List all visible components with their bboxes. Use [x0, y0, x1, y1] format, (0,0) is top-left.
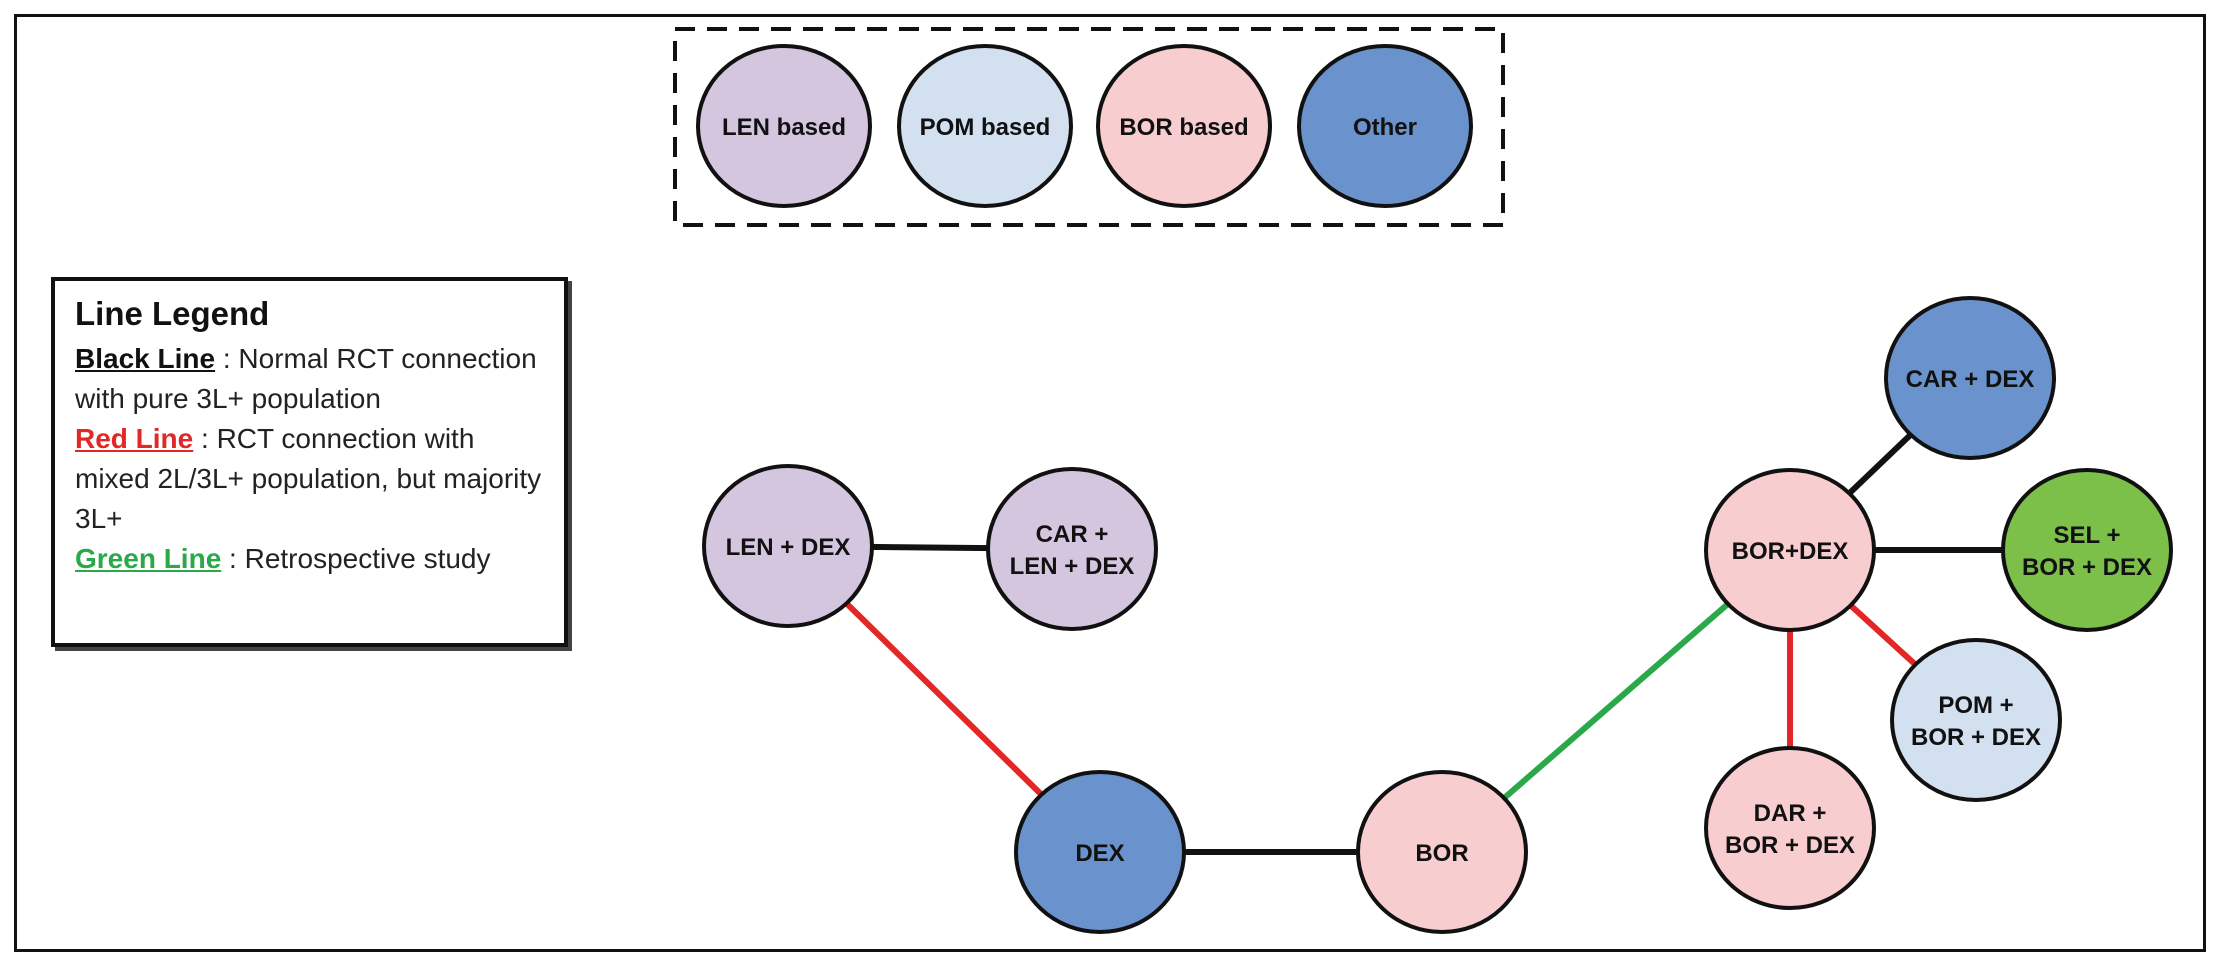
- node-circle: [1890, 638, 2062, 802]
- node-circle: [1884, 296, 2056, 460]
- legend-label: LEN based: [722, 114, 846, 141]
- legend-label: POM based: [920, 114, 1051, 141]
- red-line-description: RCT connection with mixed 2L/3L+ populat…: [75, 423, 542, 534]
- node-len-dex: LEN + DEX: [702, 464, 874, 628]
- line-legend: Line Legend Black Line : Normal RCT conn…: [51, 277, 568, 647]
- red-line-key: Red Line: [75, 423, 194, 454]
- node-label: SEL +: [2054, 522, 2121, 549]
- node-label: POM +: [1938, 692, 2013, 719]
- legend-swatch: [897, 44, 1073, 208]
- legend-swatch: [1096, 44, 1272, 208]
- black-line-key: Black Line: [75, 343, 216, 374]
- green-line-key: Green Line: [75, 543, 222, 574]
- legend-item: POM based: [897, 44, 1073, 208]
- node-label: CAR +: [1036, 521, 1109, 548]
- node-dar-bor-dex: DAR + BOR + DEX: [1704, 746, 1876, 910]
- node-circle: [986, 467, 1158, 631]
- line-legend-entry-green: Green Line : Retrospective study: [75, 543, 491, 574]
- legend-label: BOR based: [1119, 114, 1248, 141]
- node-label: LEN + DEX: [726, 534, 851, 561]
- node-label: BOR+DEX: [1732, 538, 1849, 565]
- line-legend-entry-black: Black Line : Normal RCT connection with …: [75, 343, 537, 414]
- legend-swatch: [1297, 44, 1473, 208]
- line-legend-entry-red: Red Line : RCT connection with mixed 2L/…: [75, 423, 542, 534]
- node-circle: [2001, 468, 2173, 632]
- node-label: BOR: [1415, 840, 1468, 867]
- legend-label: Other: [1353, 114, 1417, 141]
- node-circle: [1356, 770, 1528, 934]
- node-sel-bor-dex: SEL + BOR + DEX: [2001, 468, 2173, 632]
- node-label: BOR + DEX: [1911, 724, 2041, 751]
- node-label: DAR +: [1754, 800, 1827, 827]
- node-car-len-dex: CAR + LEN + DEX: [986, 467, 1158, 631]
- line-legend-title: Line Legend: [75, 295, 270, 332]
- node-dex: DEX: [1014, 770, 1186, 934]
- node-circle: [1704, 746, 1876, 910]
- node-bor: BOR: [1356, 770, 1528, 934]
- legend-item: LEN based: [696, 44, 872, 208]
- category-legend: LEN based POM based BOR based Other: [696, 44, 1473, 208]
- green-line-description: Retrospective study: [244, 543, 491, 574]
- node-bor-dex: BOR+DEX: [1704, 468, 1876, 632]
- node-car-dex: CAR + DEX: [1884, 296, 2056, 460]
- node-label: BOR + DEX: [1725, 832, 1855, 859]
- node-label: LEN + DEX: [1010, 553, 1135, 580]
- legend-swatch: [696, 44, 872, 208]
- node-label: DEX: [1075, 840, 1124, 867]
- nodes: LEN + DEX CAR + LEN + DEX DEX BOR BOR+DEX CAR …: [702, 296, 2173, 934]
- node-pom-bor-dex: POM + BOR + DEX: [1890, 638, 2062, 802]
- legend-item: BOR based: [1096, 44, 1272, 208]
- node-circle: [1704, 468, 1876, 632]
- legend-item: Other: [1297, 44, 1473, 208]
- node-circle: [1014, 770, 1186, 934]
- node-circle: [702, 464, 874, 628]
- black-line-description: Normal RCT connection with pure 3L+ popu…: [75, 343, 537, 414]
- node-label: CAR + DEX: [1906, 366, 2035, 393]
- node-label: BOR + DEX: [2022, 554, 2152, 581]
